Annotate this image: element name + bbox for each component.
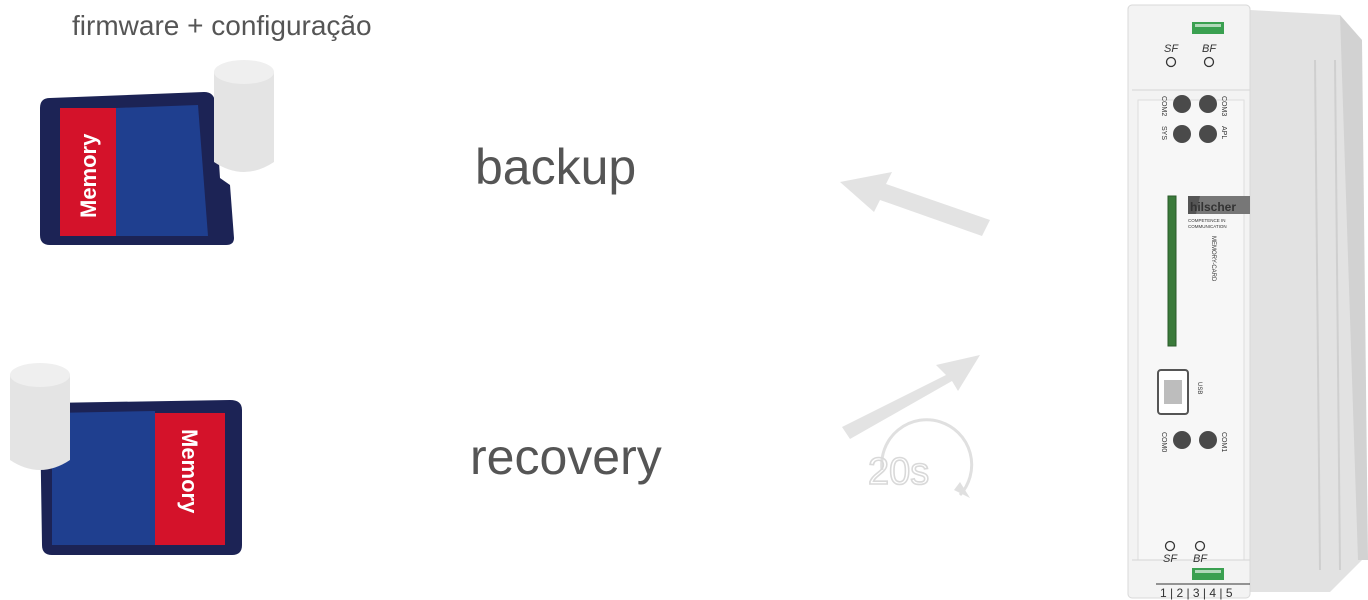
led-top-sf-icon	[1165, 56, 1177, 68]
led-bottom-bf-label: BF	[1193, 553, 1208, 565]
port-com1-label: COM1	[1220, 432, 1227, 452]
sd-card-bottom: Memory	[10, 363, 242, 555]
port-com2-label: COM2	[1160, 96, 1167, 116]
port-apl-label: APL	[1220, 126, 1227, 139]
port-sys-label: SYS	[1160, 126, 1167, 140]
sd-card-bottom-label-strip	[155, 413, 225, 545]
led-bottom-sf-label: SF	[1163, 553, 1178, 565]
gateway-device: SF BF COM2 SYS COM3 APL MEMORY-CARD hils…	[1127, 4, 1368, 600]
hilscher-logo-icon	[1188, 196, 1250, 214]
bottom-connector-icon	[1192, 568, 1224, 580]
backup-arrow-icon	[840, 172, 990, 236]
memory-card-slot	[1167, 195, 1177, 347]
caption: firmware + configuração	[72, 10, 372, 41]
sd-card-top-label: Memory	[76, 133, 101, 218]
led-top-sf-label: SF	[1164, 43, 1179, 55]
finger-bottom-icon	[10, 365, 70, 470]
sd-card-top-label-strip	[60, 108, 116, 236]
timer-icon: 20s	[867, 418, 974, 498]
led-top-bf-label: BF	[1202, 43, 1217, 55]
slot-label: MEMORY-CARD	[1210, 236, 1216, 282]
timer-text: 20s	[868, 451, 929, 493]
sd-card-top-window	[116, 105, 208, 236]
sd-card-top: Memory	[40, 60, 274, 245]
brand-label: hilscher	[1190, 200, 1236, 214]
finger-top-icon	[214, 62, 274, 172]
led-apl-icon	[1199, 125, 1217, 143]
led-com3-icon	[1199, 95, 1217, 113]
device-side	[1250, 10, 1362, 592]
top-connector-icon	[1192, 22, 1224, 34]
port-com3-label: COM3	[1220, 96, 1227, 116]
led-com1-icon	[1199, 431, 1217, 449]
recovery-label: recovery	[470, 429, 662, 485]
sd-card-bottom-window	[52, 411, 155, 545]
sd-card-bottom-label: Memory	[177, 429, 202, 514]
led-com0-icon	[1173, 431, 1191, 449]
recovery-arrow-icon	[842, 355, 980, 439]
port-com0-label: COM0	[1160, 432, 1167, 452]
backup-label: backup	[475, 139, 637, 195]
led-top-bf-icon	[1203, 56, 1215, 68]
tagline-1: COMPETENCE IN	[1188, 218, 1226, 223]
tagline-2: COMMUNICATION	[1188, 224, 1227, 229]
led-bottom-sf-icon	[1164, 540, 1176, 552]
led-bottom-bf-icon	[1194, 540, 1206, 552]
led-com2-icon	[1173, 95, 1191, 113]
usb-label: USB	[1196, 382, 1202, 394]
terminal-labels: 1 | 2 | 3 | 4 | 5	[1160, 586, 1233, 600]
led-sys-icon	[1173, 125, 1191, 143]
